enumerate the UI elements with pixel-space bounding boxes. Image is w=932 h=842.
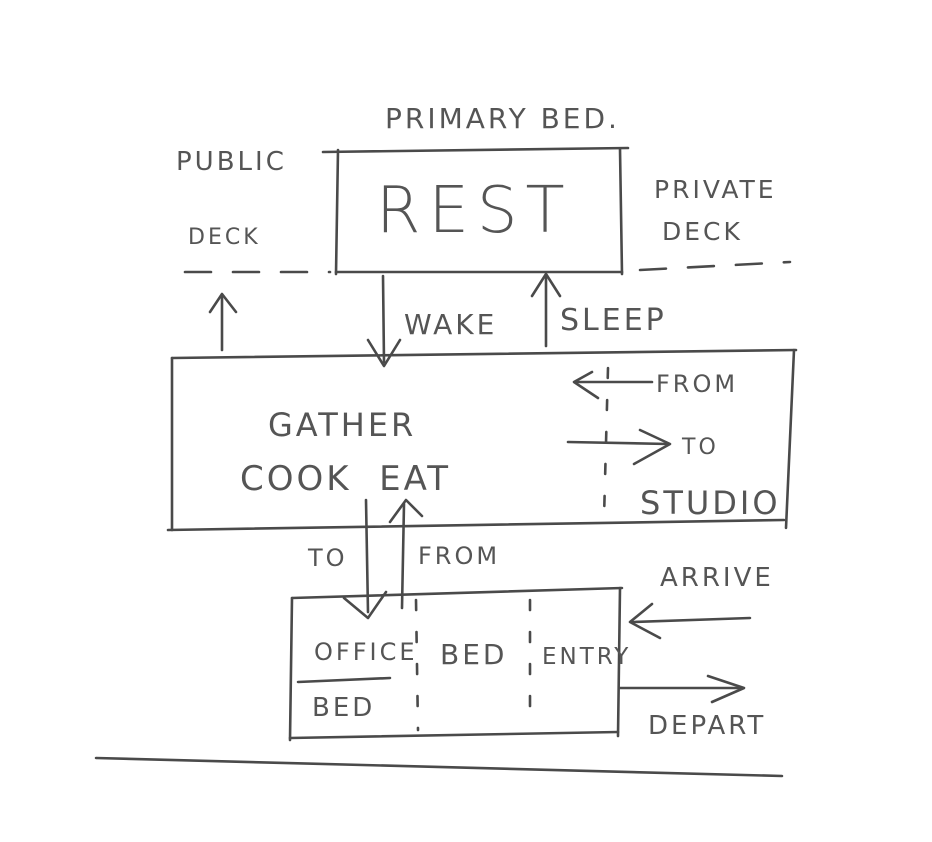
from-office-label: FROM <box>418 542 500 570</box>
arrive-label: ARRIVE <box>660 563 774 593</box>
to-office-arrow <box>342 498 388 620</box>
public-deck-label: DECK <box>188 225 261 250</box>
ground-line <box>94 756 784 778</box>
depart-arrow <box>618 674 746 704</box>
private-deck-label-line1: PRIVATE <box>654 175 777 204</box>
to-studio-arrow <box>566 428 672 466</box>
entry-wing-box <box>288 586 624 742</box>
entry-label: ENTRY <box>542 644 631 670</box>
bed-label: BED <box>440 638 507 671</box>
rest-box <box>321 146 630 276</box>
sleep-label: SLEEP <box>560 303 667 338</box>
office-label: OFFICE <box>314 638 418 666</box>
office-underline <box>296 676 392 684</box>
from-studio-label: FROM <box>656 370 738 398</box>
wake-label: WAKE <box>404 308 497 341</box>
public-deck-arrow <box>208 292 238 352</box>
to-studio-label: TO <box>681 435 719 460</box>
rest-label: REST <box>376 174 573 248</box>
from-office-arrow <box>388 498 424 610</box>
sleep-arrow <box>530 272 562 348</box>
private-deck-label-line2: DECK <box>662 217 743 246</box>
primary-bed-label: PRIMARY BED. <box>385 102 620 135</box>
deck-boundary-right <box>638 260 792 272</box>
office-bed-divider <box>414 598 420 732</box>
arrive-arrow <box>628 602 752 640</box>
cook-eat-label: COOK EAT <box>240 459 451 499</box>
depart-label: DEPART <box>648 711 766 741</box>
gather-label: GATHER <box>268 406 416 444</box>
gather-box <box>166 348 798 532</box>
to-office-label: TO <box>307 544 348 572</box>
wake-arrow <box>366 274 402 368</box>
office-bed-label: BED <box>312 693 375 723</box>
public-label: PUBLIC <box>176 147 287 177</box>
from-studio-arrow <box>572 370 654 400</box>
studio-label: STUDIO <box>640 484 781 522</box>
